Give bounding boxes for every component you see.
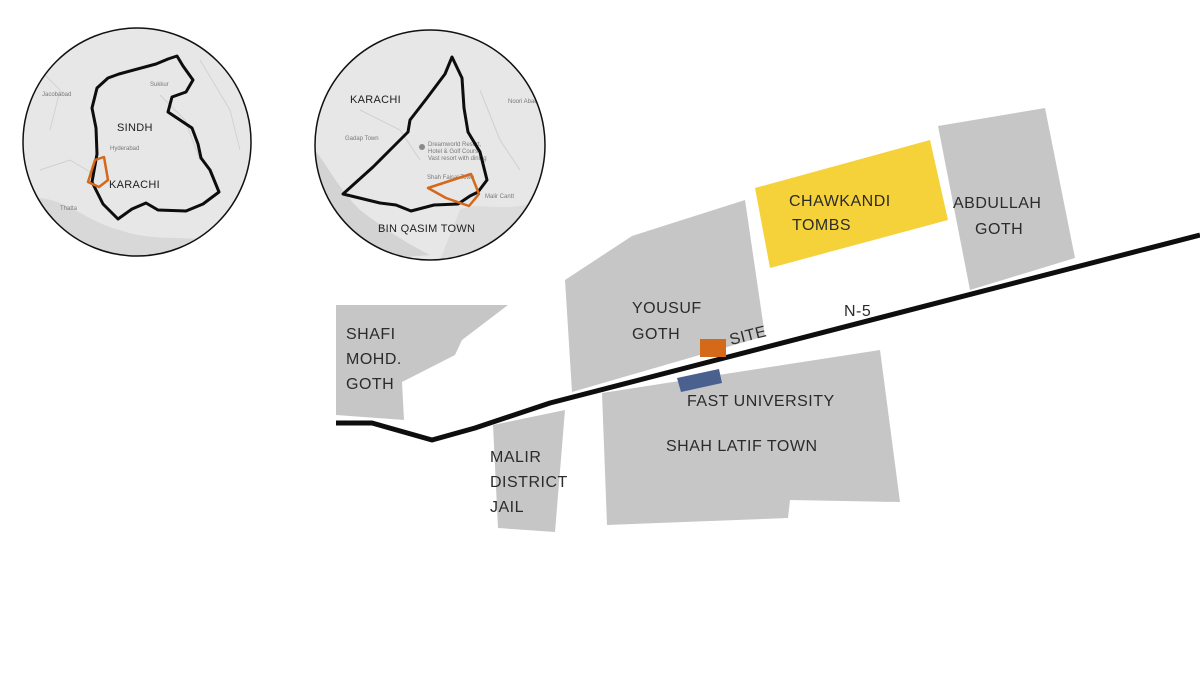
karachi-inset: Dreamworld Resort, Hotel & Golf Course V… — [314, 29, 546, 261]
n5-highway — [336, 232, 1200, 443]
poi-gadap: Gadap Town — [345, 136, 379, 142]
shafi-label-2: MOHD. — [346, 351, 402, 368]
bin-qasim-label: BIN QASIM TOWN — [378, 223, 475, 235]
poi-golf: Hotel & Golf Course — [428, 149, 482, 155]
sindh-province-outline — [90, 54, 221, 221]
shafi-label-1: SHAFI — [346, 326, 396, 343]
malir-district-jail-block — [493, 410, 565, 532]
karachi-inset-border — [314, 29, 546, 261]
svg-text:Sukkur: Sukkur — [150, 82, 169, 88]
shah-latif-label: SHAH LATIF TOWN — [666, 438, 818, 455]
chawkandi-label-2: TOMBS — [792, 217, 851, 234]
main-site-map: CHAWKANDI TOMBS ABDULLAH GOTH YOUSUF GOT… — [336, 108, 1200, 532]
shafi-mohd-goth-block — [336, 305, 508, 420]
malir-label-3: JAIL — [490, 499, 524, 516]
site-marker — [700, 339, 726, 357]
poi-shah-faisal: Shah Faisal Town — [427, 175, 474, 181]
svg-text:Jacobabad: Jacobabad — [42, 92, 71, 98]
abdullah-label-1: ABDULLAH — [953, 195, 1041, 212]
malir-label-2: DISTRICT — [490, 474, 568, 491]
karachi-district-outline — [86, 155, 110, 189]
yousuf-goth-block — [565, 200, 765, 392]
poi-malir-cantt: Malir Cantt — [485, 194, 514, 200]
sindh-label: SINDH — [117, 122, 153, 134]
n5-road-label: N-5 — [844, 303, 871, 320]
malir-label-1: MALIR — [490, 449, 541, 466]
chawkandi-label-1: CHAWKANDI — [789, 193, 891, 210]
poi-noori-abad: Noori Abad — [508, 99, 538, 105]
sindh-inset-border — [22, 27, 252, 257]
sindh-inset-background — [23, 28, 251, 256]
poi-dreamworld: Dreamworld Resort, — [428, 142, 482, 148]
svg-text:Thatta: Thatta — [60, 206, 78, 212]
yousuf-label-2: GOTH — [632, 326, 680, 343]
karachi-city-label: KARACHI — [350, 94, 401, 106]
yousuf-label-1: YOUSUF — [632, 300, 702, 317]
fast-university-label: FAST UNIVERSITY — [687, 393, 835, 410]
abdullah-goth-block — [938, 108, 1075, 290]
karachi-city-outline — [341, 55, 489, 213]
shah-latif-town-block — [602, 350, 900, 525]
chawkandi-tombs-block — [755, 140, 948, 268]
bin-qasim-outline — [426, 172, 481, 208]
poi-vast-resort: Vast resort with dining — [428, 156, 487, 162]
abdullah-label-2: GOTH — [975, 221, 1023, 238]
fast-university-marker — [677, 369, 722, 392]
svg-text:Hyderabad: Hyderabad — [110, 146, 139, 152]
karachi-inset-label: KARACHI — [109, 179, 160, 191]
sindh-inset: Jacobabad Sukkur Hyderabad Thatta SINDH … — [22, 27, 252, 257]
shafi-label-3: GOTH — [346, 376, 394, 393]
